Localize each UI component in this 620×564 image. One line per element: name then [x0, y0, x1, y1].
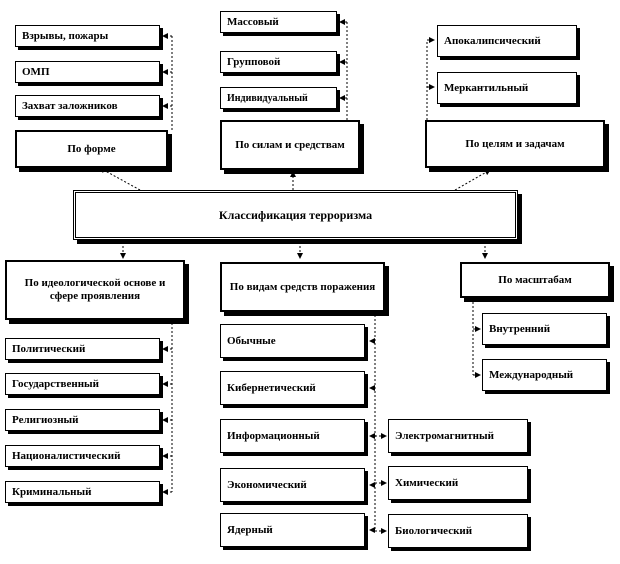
leaf-scale-1: Международный: [482, 359, 607, 391]
leaf-ideology-4: Криминальный: [5, 481, 160, 503]
leaf-means-left-0-label: Обычные: [227, 334, 276, 347]
leaf-means-left-0: Обычные: [220, 324, 365, 358]
category-forces: По силам и средствам: [220, 120, 360, 170]
leaf-means-right-1: Химический: [388, 466, 528, 500]
leaf-means-left-4-label: Ядерный: [227, 523, 273, 536]
leaf-ideology-4-label: Криминальный: [12, 485, 92, 498]
leaf-scale-0-label: Внутренний: [489, 322, 551, 335]
leaf-means-left-3: Экономический: [220, 468, 365, 502]
leaf-means-left-2: Информационный: [220, 419, 365, 453]
leaf-means-right-2: Биологический: [388, 514, 528, 548]
category-form: По форме: [15, 130, 168, 168]
leaf-means-left-1: Кибернетический: [220, 371, 365, 405]
leaf-scale-1-label: Международный: [489, 368, 574, 381]
category-goals: По целям и задачам: [425, 120, 605, 168]
leaf-goals-0: Апокалипсический: [437, 25, 577, 57]
leaf-form-2: Захват заложников: [15, 95, 160, 117]
leaf-goals-1-label: Меркантильный: [444, 81, 529, 94]
category-means: По видам средств поражения: [220, 262, 385, 312]
leaf-ideology-1: Государственный: [5, 373, 160, 395]
category-means-title: По видам средств поражения: [229, 280, 376, 293]
category-scale-title: По масштабам: [498, 273, 572, 286]
leaf-means-right-0-label: Электромагнитный: [395, 429, 494, 442]
leaf-ideology-3-label: Националистический: [12, 449, 121, 462]
leaf-form-2-label: Захват заложников: [22, 99, 118, 112]
leaf-means-left-3-label: Экономический: [227, 478, 307, 491]
leaf-form-0-label: Взрывы, пожары: [22, 29, 109, 42]
leaf-ideology-0-label: Политический: [12, 342, 86, 355]
category-forces-title: По силам и средствам: [235, 138, 345, 151]
leaf-form-0: Взрывы, пожары: [15, 25, 160, 47]
leaf-forces-2-label: Индивидуальный: [227, 92, 308, 104]
leaf-ideology-0: Политический: [5, 338, 160, 360]
leaf-means-left-2-label: Информационный: [227, 429, 320, 442]
leaf-form-1-label: ОМП: [22, 65, 50, 78]
root-box: Классификация терроризма: [73, 190, 518, 240]
category-ideology-title: По идеологической основе и сфере проявле…: [24, 277, 166, 302]
leaf-means-left-1-label: Кибернетический: [227, 381, 316, 394]
leaf-ideology-2: Религиозный: [5, 409, 160, 431]
root-label: Классификация терроризма: [218, 207, 373, 222]
leaf-ideology-3: Националистический: [5, 445, 160, 467]
leaf-scale-0: Внутренний: [482, 313, 607, 345]
category-goals-title: По целям и задачам: [465, 137, 565, 150]
category-form-title: По форме: [67, 142, 116, 155]
leaf-forces-0: Массовый: [220, 11, 337, 33]
leaf-goals-0-label: Апокалипсический: [444, 34, 541, 47]
leaf-means-right-0: Электромагнитный: [388, 419, 528, 453]
leaf-means-left-4: Ядерный: [220, 513, 365, 547]
leaf-forces-0-label: Массовый: [227, 15, 279, 28]
leaf-forces-1: Групповой: [220, 51, 337, 73]
category-scale: По масштабам: [460, 262, 610, 298]
leaf-form-1: ОМП: [15, 61, 160, 83]
category-ideology: По идеологической основе и сфере проявле…: [5, 260, 185, 320]
leaf-ideology-2-label: Религиозный: [12, 413, 79, 426]
leaf-goals-1: Меркантильный: [437, 72, 577, 104]
leaf-ideology-1-label: Государственный: [12, 377, 99, 390]
leaf-means-right-1-label: Химический: [395, 476, 459, 489]
leaf-means-right-2-label: Биологический: [395, 524, 473, 537]
leaf-forces-2: Индивидуальный: [220, 87, 337, 109]
leaf-forces-1-label: Групповой: [227, 55, 281, 68]
